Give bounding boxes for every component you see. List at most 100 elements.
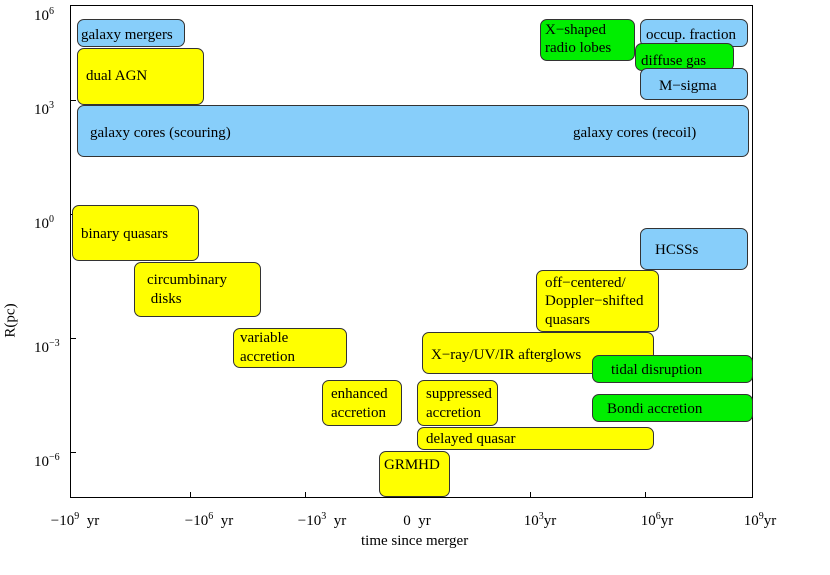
x-tick-exponent: 6: [208, 511, 214, 522]
box-label: suppressed: [426, 386, 492, 402]
y-tick-label: 10−6: [34, 452, 60, 471]
box-label: circumbinary: [147, 272, 227, 288]
y-tick-base: 10: [34, 340, 49, 356]
box-label: tidal disruption: [611, 362, 703, 378]
box-grmhd: GRMHD: [379, 451, 450, 497]
x-tick-mark: [530, 492, 531, 498]
box-label: variable: [240, 330, 289, 346]
box-label: Doppler−shifted: [545, 293, 644, 309]
box-x-shaped-lobes: X−shaped radio lobes: [540, 19, 635, 61]
box-label: accretion: [331, 405, 386, 421]
y-tick-mark: [70, 452, 76, 453]
y-tick-exponent: −6: [49, 452, 60, 463]
box-label: disks: [147, 291, 182, 307]
x-tick-exponent: 3: [538, 511, 544, 522]
x-tick-mark: [305, 492, 306, 498]
x-tick-label: 103yr: [523, 511, 557, 530]
box-enhanced-accretion: enhanced accretion: [322, 380, 402, 426]
box-binary-quasars: binary quasars: [72, 205, 199, 261]
x-tick-label: 0 yr: [403, 513, 431, 530]
y-axis-label: R(pc): [2, 303, 19, 338]
box-dual-agn: dual AGN: [77, 48, 204, 105]
plot-frame: [70, 5, 753, 498]
x-tick-label: 106yr: [640, 511, 674, 530]
x-tick-pre: 10: [640, 513, 656, 529]
box-hcsss: HCSSs: [640, 228, 748, 270]
box-suppressed-accretion: suppressed accretion: [417, 380, 498, 426]
y-tick-base: 10: [34, 216, 49, 232]
x-tick-mark: [645, 492, 646, 498]
box-label: binary quasars: [81, 226, 169, 242]
y-tick-label: 100: [34, 214, 54, 233]
box-label: M−sigma: [659, 78, 717, 94]
box-label: galaxy mergers: [81, 27, 173, 43]
x-tick-pre: −10: [297, 513, 322, 529]
x-tick-exponent: 6: [655, 511, 661, 522]
box-variable-accretion: variable accretion: [233, 328, 347, 368]
x-tick-mark: [752, 492, 753, 498]
x-tick-label: −103 yr: [297, 511, 347, 530]
x-tick-label: −109 yr: [50, 511, 100, 530]
box-label: occup. fraction: [646, 27, 736, 43]
y-tick-exponent: 3: [49, 100, 54, 111]
box-tidal-disruption: tidal disruption: [592, 355, 753, 383]
box-delayed-quasar: delayed quasar: [417, 427, 654, 450]
box-label: HCSSs: [655, 242, 699, 258]
y-tick-label: 106: [34, 6, 54, 25]
box-occup-fraction: occup. fraction: [640, 19, 748, 47]
box-off-centered: off−centered/Doppler−shifted quasars: [536, 270, 659, 332]
y-tick-base: 10: [34, 8, 49, 24]
y-tick-exponent: −3: [49, 338, 60, 349]
box-label: dual AGN: [86, 68, 148, 84]
x-tick-pre: −10: [184, 513, 209, 529]
box-label: Bondi accretion: [607, 401, 703, 417]
box-label: enhanced: [331, 386, 388, 402]
y-tick-exponent: 0: [49, 214, 54, 225]
y-tick-base: 10: [34, 102, 49, 118]
box-label: GRMHD: [384, 457, 440, 473]
x-tick-post: yr: [326, 513, 347, 529]
box-label: diffuse gas: [641, 53, 707, 69]
x-tick-post: yr: [763, 513, 777, 529]
x-axis-label: time since merger: [361, 533, 469, 549]
x-tick-exponent: 3: [321, 511, 327, 522]
box-circumbinary-disks: circumbinary disks: [134, 262, 261, 317]
x-tick-mark: [70, 492, 71, 498]
y-tick-exponent: 6: [49, 6, 54, 17]
y-tick-base: 10: [34, 454, 49, 470]
box-label: X−shaped: [545, 22, 606, 38]
box-galaxy-cores: galaxy cores (scouring) galaxy cores (rec…: [77, 105, 749, 157]
x-tick-mark: [190, 492, 191, 498]
box-label: off−centered/: [545, 275, 626, 291]
y-tick-mark: [70, 100, 76, 101]
y-tick-mark: [70, 5, 76, 6]
x-tick-post: yr: [213, 513, 234, 529]
box-label: accretion: [240, 349, 295, 365]
x-tick-pre: −10: [50, 513, 75, 529]
x-tick-post: yr: [543, 513, 557, 529]
box-label: quasars: [545, 312, 590, 328]
x-tick-exponent: 9: [74, 511, 80, 522]
x-tick-pre: 0 yr: [403, 513, 431, 529]
box-label: radio lobes: [545, 40, 612, 56]
box-label: X−ray/UV/IR afterglows: [431, 347, 582, 363]
x-tick-label: −106 yr: [184, 511, 234, 530]
x-tick-post: yr: [79, 513, 100, 529]
box-galaxy-mergers: galaxy mergers: [77, 19, 185, 47]
x-tick-pre: 10: [743, 513, 759, 529]
box-diffuse-gas: diffuse gas: [635, 43, 734, 71]
box-label: delayed quasar: [426, 431, 516, 447]
box-label: galaxy cores (recoil): [573, 125, 697, 141]
x-tick-post: yr: [660, 513, 674, 529]
x-tick-pre: 10: [523, 513, 539, 529]
box-label: galaxy cores (scouring): [90, 125, 231, 141]
x-tick-label: 109yr: [743, 511, 777, 530]
x-tick-exponent: 9: [758, 511, 764, 522]
box-bondi-accretion: Bondi accretion: [592, 394, 753, 422]
y-tick-mark: [70, 338, 76, 339]
y-tick-label: 10−3: [34, 338, 60, 357]
y-tick-label: 103: [34, 100, 54, 119]
box-m-sigma: M−sigma: [640, 68, 748, 100]
box-label: accretion: [426, 405, 481, 421]
